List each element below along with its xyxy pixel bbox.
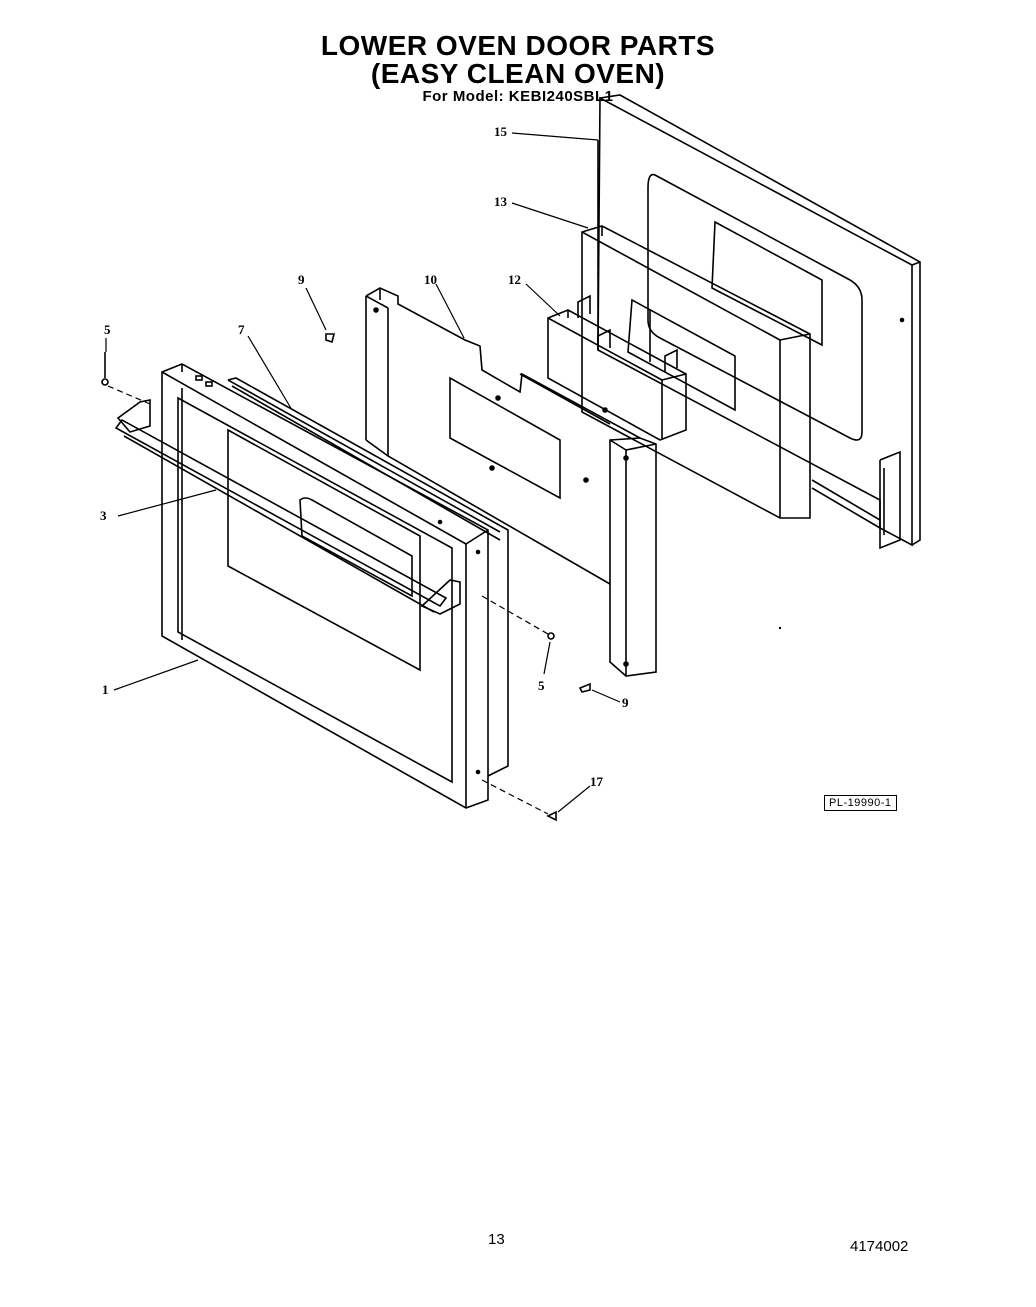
page-number: 13 (488, 1231, 505, 1248)
callout-5-bottom: 5 (538, 678, 545, 693)
assembly-lines (107, 385, 549, 815)
part-10-door-liner (365, 287, 657, 677)
part-9-screw-bottom (578, 682, 591, 693)
part-13-glass-pack (581, 225, 811, 519)
part-5-screw-bottom (547, 632, 555, 640)
callout-9-top: 9 (298, 272, 305, 287)
callout-15: 15 (494, 124, 508, 139)
callout-10: 10 (424, 272, 437, 287)
document-number: 4174002 (850, 1238, 909, 1255)
page-subtitle: (EASY CLEAN OVEN) (370, 58, 666, 89)
page-title: LOWER OVEN DOOR PARTS (320, 30, 716, 61)
model-label: For Model: KEBI240SBL1 (422, 88, 614, 105)
callout-leaders (105, 132, 621, 813)
callout-13: 13 (494, 194, 508, 209)
part-5-screw-top (101, 352, 109, 386)
part-1-outer-door-frame (161, 363, 489, 809)
part-3-door-handle (114, 399, 461, 615)
part-12-vent-duct (547, 294, 687, 441)
callout-9-bottom: 9 (622, 695, 629, 710)
callout-1: 1 (102, 682, 109, 697)
callout-17: 17 (590, 774, 604, 789)
callout-12: 12 (508, 272, 521, 287)
callout-3: 3 (100, 508, 107, 523)
callout-7: 7 (238, 322, 245, 337)
part-15-inner-door-panel (597, 94, 921, 550)
part-17-screw (546, 810, 557, 822)
callout-5-top: 5 (104, 322, 111, 337)
part-9-screw-top (325, 333, 336, 344)
reference-code: PL-19990-1 (824, 795, 897, 811)
